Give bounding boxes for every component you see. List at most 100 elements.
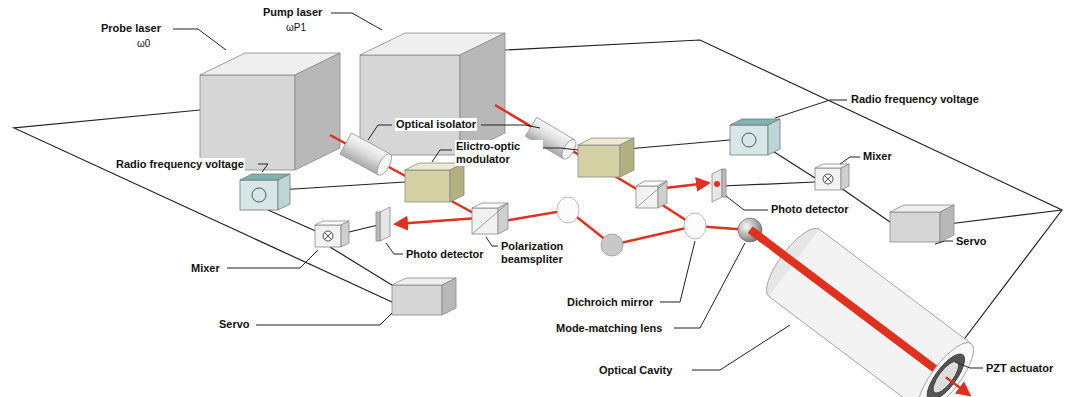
polarization-beamsplitter: [636, 181, 667, 208]
leader-line-part: [692, 325, 790, 370]
electro-optic-modulator: [405, 163, 464, 202]
mixer-part: [841, 164, 849, 190]
optical-cavity-part: [946, 377, 969, 394]
signal-wire-part: [722, 182, 815, 186]
leader-line-part: [256, 313, 392, 325]
photo-detector-part: [712, 169, 722, 202]
mixer-part: [815, 168, 841, 190]
signal-wire-part: [940, 210, 1062, 225]
leader-line-part: [726, 196, 768, 210]
leader-line-part: [660, 241, 695, 302]
mirror: [557, 197, 706, 239]
signal-wire-part: [278, 182, 405, 190]
photo-detector-part: [380, 207, 390, 241]
signal-wire-part: [768, 148, 815, 178]
leader-line-part: [674, 243, 745, 328]
part-label: Dichroich mirror: [566, 296, 654, 309]
part-label: ωP1: [285, 21, 307, 34]
polarization-beamsplitter: [472, 203, 508, 234]
optical-cavity: [725, 196, 994, 397]
leader-line-part: [173, 29, 226, 50]
photo-detector-part: [714, 181, 720, 187]
mixer-part: [825, 176, 832, 183]
probe-laser: [200, 53, 340, 170]
rf-voltage-source-part: [742, 133, 756, 147]
rf-voltage-source: [730, 119, 780, 155]
mixer: [815, 164, 849, 190]
signal-wire-part: [268, 210, 318, 232]
servo: [392, 278, 456, 315]
polarization-beamsplitter-part: [472, 203, 508, 234]
leader-line-part: [258, 164, 268, 172]
mixer-part: [315, 225, 341, 247]
leader-line-part: [432, 150, 452, 162]
mixer-part: [341, 221, 349, 247]
optical-cavity-part: [769, 296, 921, 397]
leader-line-part: [368, 125, 392, 140]
leader-line-part: [935, 241, 953, 244]
leader-line-part: [331, 13, 382, 30]
optical-cavity-part: [769, 229, 971, 397]
electro-optic-modulator-part: [578, 145, 620, 177]
optical-isolator: [340, 133, 395, 177]
leader-line-part: [840, 157, 860, 164]
optical-isolator-part: [374, 152, 394, 178]
part-label: Pump laser: [262, 6, 323, 19]
leader-line-part: [227, 250, 318, 268]
leader-line-part: [481, 125, 540, 128]
optical-cavity-part: [748, 227, 948, 381]
laser-beam: [330, 105, 750, 245]
leader-line: [173, 13, 983, 370]
mirror-part: [557, 197, 579, 223]
mixer-part: [323, 231, 333, 241]
servo-part: [940, 205, 954, 242]
servo-part: [392, 285, 442, 315]
electro-optic-modulator-part: [450, 163, 464, 202]
leader-line-part: [486, 237, 498, 246]
electro-optic-modulator-part: [405, 170, 450, 202]
part-label: PZT actuator: [985, 362, 1054, 375]
rf-voltage-source-part: [730, 125, 768, 155]
electro-optic-modulator-part: [620, 138, 634, 177]
signal-wire-part: [330, 247, 400, 290]
rf-voltage-source: [240, 174, 290, 210]
part-label: Mixer: [190, 262, 221, 275]
optical-cavity-part: [819, 229, 971, 343]
servo: [890, 205, 954, 242]
part-label: Polarization beamspliter: [500, 240, 592, 266]
part-label: Photo detector: [405, 248, 485, 261]
leader-line-part: [775, 100, 847, 118]
part-label: Radio frequency voltage: [850, 93, 980, 106]
photo-detector: [712, 169, 726, 202]
leader-line-part: [955, 362, 983, 368]
mixer: [315, 221, 349, 247]
part-label: Servo: [955, 235, 988, 248]
leader-line-part: [386, 243, 403, 254]
rf-voltage-source-part: [252, 188, 266, 202]
pump-laser: [360, 33, 505, 155]
mirror-part: [684, 213, 706, 239]
photo-detector: [376, 207, 390, 241]
part-label: Optical isolator: [395, 118, 477, 131]
servo-part: [442, 278, 456, 315]
optical-cavity-part: [921, 349, 971, 397]
part-label: Servo: [218, 318, 251, 331]
rf-voltage-source-part: [278, 174, 290, 210]
part-label: Mode-matching lens: [555, 322, 663, 335]
pump-laser-part: [460, 33, 505, 155]
mirror: [601, 234, 623, 256]
part-label: Elictro-optic modulator: [455, 140, 543, 166]
rf-voltage-source-part: [240, 180, 278, 210]
pump-laser-part: [360, 55, 460, 155]
photo-detector-part: [722, 169, 726, 197]
mixer-part: [823, 174, 833, 184]
mixer-part: [325, 233, 332, 240]
rf-voltage-source-part: [768, 119, 780, 155]
probe-laser-part: [295, 53, 340, 170]
laser-beam-part: [396, 218, 478, 224]
polarization-beamsplitter-part: [472, 208, 498, 234]
part-label: ω0: [136, 37, 151, 50]
part-label: Radio frequency voltage: [115, 158, 245, 171]
